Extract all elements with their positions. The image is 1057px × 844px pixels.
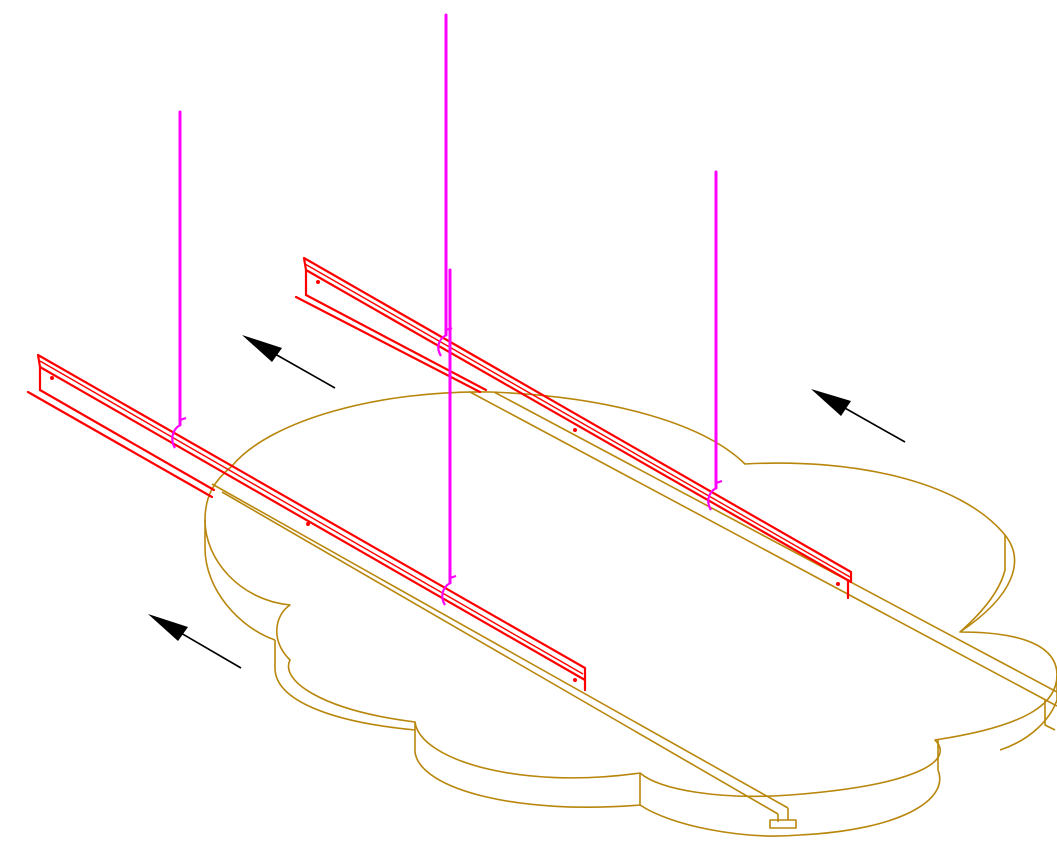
direction-arrow-3 (148, 614, 242, 669)
direction-arrow-2 (811, 389, 906, 443)
hanger-rod-1 (171, 110, 187, 449)
main-rail-left (26, 353, 587, 692)
hanger-rod-3 (441, 268, 457, 606)
direction-arrow-1 (242, 335, 336, 389)
main-rail-right (294, 256, 853, 600)
cloud-ceiling-panel (204, 391, 1057, 837)
cloud-channel-left (211, 483, 797, 829)
cloud-right-lobe-edge (999, 675, 1057, 751)
cloud-top-outline (204, 391, 1057, 798)
cloud-bottom-edge (204, 520, 1006, 837)
cloud-channel-right (469, 391, 1057, 731)
hanger-rod-4 (707, 170, 723, 511)
